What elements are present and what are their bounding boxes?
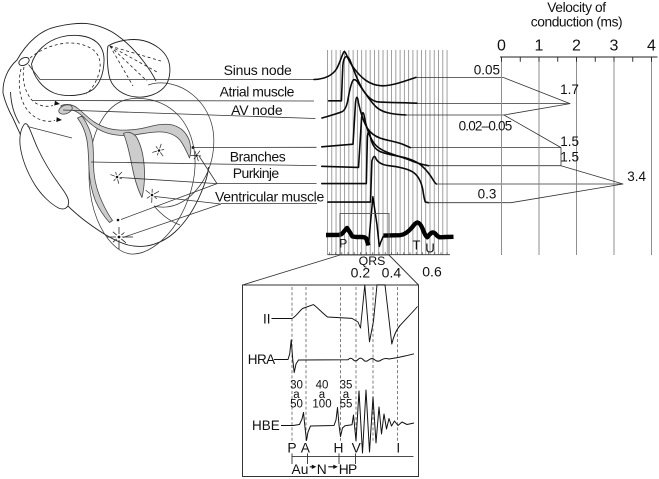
svg-text:a: a [293,389,300,401]
svg-text:50: 50 [290,399,303,411]
svg-text:0: 0 [497,37,506,54]
svg-text:0.02–0.05: 0.02–0.05 [459,119,512,134]
svg-text:30: 30 [290,379,303,391]
svg-text:0.2: 0.2 [351,265,371,281]
svg-text:H: H [334,441,344,456]
svg-text:P: P [287,441,296,456]
svg-text:3: 3 [610,37,619,54]
svg-text:40: 40 [316,379,329,391]
svg-text:A: A [301,441,311,456]
svg-text:Velocity of: Velocity of [547,0,606,15]
svg-text:HRA: HRA [248,352,275,367]
svg-text:Atrial muscle: Atrial muscle [220,84,295,100]
svg-text:HBE: HBE [252,418,280,433]
svg-text:3.4: 3.4 [627,169,646,184]
svg-text:Ventricular muscle: Ventricular muscle [215,189,324,205]
svg-text:Au: Au [292,462,309,477]
svg-text:P: P [339,236,347,250]
svg-text:0.4: 0.4 [382,265,402,281]
svg-text:a: a [343,389,350,401]
svg-text:1: 1 [535,37,544,54]
svg-text:0.3: 0.3 [478,187,497,202]
svg-text:35: 35 [340,379,353,391]
svg-text:4: 4 [647,37,656,54]
svg-text:II: II [263,311,271,326]
svg-text:0.6: 0.6 [422,264,442,280]
svg-text:Purkinje: Purkinje [233,165,280,181]
svg-text:Sinus node: Sinus node [224,62,292,78]
svg-text:QRS: QRS [359,254,386,268]
svg-text:N: N [317,462,327,477]
svg-text:1.5: 1.5 [560,150,579,165]
svg-text:HP: HP [339,462,357,477]
svg-text:a: a [319,389,326,401]
svg-text:0.05: 0.05 [474,63,500,78]
svg-text:V: V [352,441,362,456]
svg-text:U: U [425,241,435,256]
svg-text:1.7: 1.7 [560,82,579,97]
svg-text:T: T [412,237,420,252]
svg-text:2: 2 [572,37,581,54]
svg-text:55: 55 [340,399,353,411]
svg-text:100: 100 [312,399,331,411]
svg-text:AV node: AV node [231,102,283,118]
svg-text:Branches: Branches [230,149,286,165]
svg-text:I: I [396,441,400,456]
svg-text:1.5: 1.5 [560,134,579,149]
svg-text:conduction (ms): conduction (ms) [531,15,622,30]
